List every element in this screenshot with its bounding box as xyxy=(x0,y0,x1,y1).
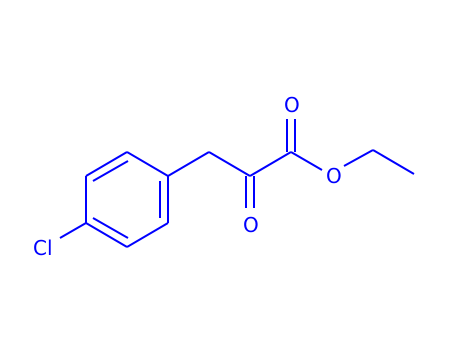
ring-bond-bottom-left xyxy=(85,222,128,248)
ch2-ketone-bond xyxy=(208,151,251,177)
atom-labels: Cl O O O xyxy=(33,93,342,260)
ester-single-bond xyxy=(290,151,323,171)
ester-oxygen-label: O xyxy=(326,164,342,188)
ketone-ester-bond xyxy=(249,151,292,177)
ring-bond-top-left-inner xyxy=(92,160,129,182)
ring-bond-top-right xyxy=(126,151,169,177)
ring-bond-top-left xyxy=(85,151,128,177)
benzyl-bond xyxy=(167,151,210,177)
ethoxy-bond xyxy=(343,149,374,167)
bonds xyxy=(59,119,415,248)
ethyl-bond xyxy=(372,149,415,175)
ring-bond-bottom-right xyxy=(126,222,169,248)
carbonyl-oxygen-top-label: O xyxy=(284,93,300,117)
chlorine-bond xyxy=(59,222,87,239)
chlorine-label: Cl xyxy=(33,236,53,260)
ring-bond-bottom-left-inner xyxy=(92,217,129,239)
ketone-oxygen-label: O xyxy=(243,213,259,237)
